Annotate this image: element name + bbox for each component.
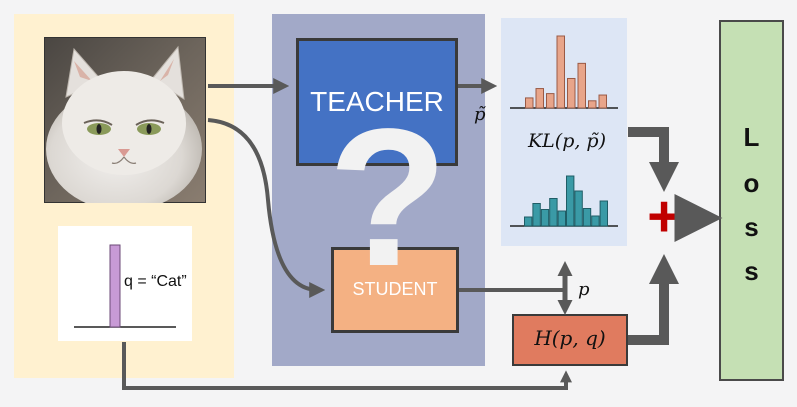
- loss-letter-s2: s: [744, 256, 759, 286]
- kl-divergence-label: KL(p, p̃): [527, 130, 607, 152]
- student-dist-bar-4: [549, 198, 558, 227]
- teacher-dist-bar-7: [588, 100, 597, 109]
- loss-letter-o: o: [743, 168, 760, 198]
- q-label: q = “Cat”: [124, 273, 187, 290]
- teacher-dist-bar-6: [577, 62, 586, 109]
- student-distribution-chart: [510, 175, 618, 227]
- teacher-dist-bar-2: [535, 88, 544, 109]
- p-label: p: [578, 279, 590, 300]
- cross-entropy-box: [512, 314, 628, 366]
- arrow-h-to-plus: [628, 254, 679, 345]
- p-tilde-label: p̃: [474, 104, 486, 125]
- student-dist-bar-10: [599, 200, 608, 227]
- target-bar-1: [109, 244, 121, 328]
- target-box: [58, 226, 192, 341]
- teacher-distribution-chart: [510, 35, 618, 109]
- arrow-cat-to-student: [207, 118, 326, 298]
- student-dist-bar-8: [582, 208, 592, 227]
- cross-entropy-label: H(p, q): [534, 326, 606, 350]
- teacher-dist-bar-3: [546, 93, 555, 109]
- student-box: [331, 247, 459, 333]
- teacher-dist-bar-4: [556, 35, 565, 109]
- question-mark: ?: [328, 88, 448, 307]
- loss-letter-l: L: [743, 122, 760, 152]
- target-chart: [74, 244, 176, 328]
- loss-letter-s1: s: [744, 212, 759, 242]
- student-dist-bar-6: [566, 175, 575, 227]
- teacher-dist-bar-5: [567, 77, 576, 109]
- student-dist-bar-2: [532, 203, 541, 227]
- teacher-label: TEACHER: [310, 86, 444, 117]
- arrow-kl-to-plus: [628, 127, 679, 192]
- student-label: STUDENT: [352, 279, 438, 299]
- student-dist-bar-3: [540, 209, 550, 227]
- student-dist-bar-9: [591, 215, 600, 227]
- teacher-dist-bar-8: [598, 94, 607, 109]
- teacher-dist-bar-1: [525, 97, 534, 109]
- student-dist-bar-5: [557, 210, 566, 227]
- student-dist-bar-7: [574, 190, 583, 227]
- student-dist-bar-1: [524, 216, 533, 227]
- arrow-target-to-h: [122, 342, 572, 390]
- teacher-box: [296, 38, 458, 166]
- cat-image: [44, 37, 206, 203]
